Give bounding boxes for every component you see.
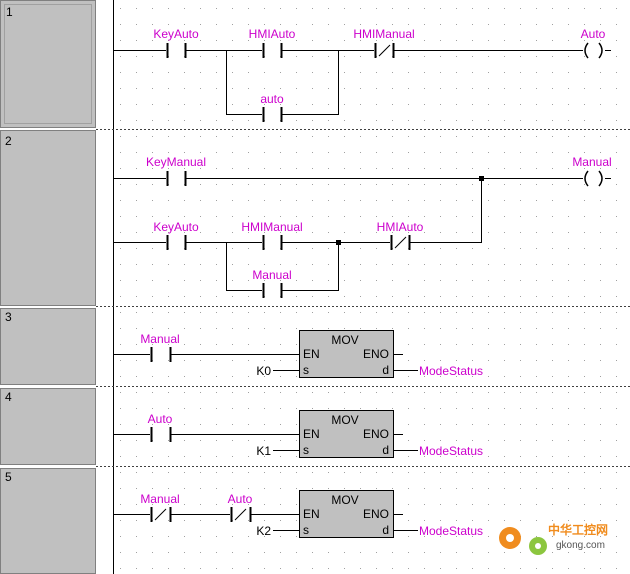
- contact-label: Auto: [228, 492, 253, 506]
- function-block-mov[interactable]: MOV EN ENO s d: [299, 490, 394, 538]
- coil[interactable]: [584, 42, 603, 59]
- contact-label: KeyAuto: [153, 220, 199, 234]
- block-pin-d: d: [382, 443, 389, 457]
- block-pin-d: d: [382, 363, 389, 377]
- watermark-url: gkong.com: [556, 540, 605, 551]
- block-pin-s: s: [303, 443, 309, 457]
- contact-no[interactable]: [262, 283, 283, 298]
- contact-no[interactable]: [262, 107, 283, 122]
- block-pin-en: EN: [303, 507, 320, 521]
- rung-3: Manual MOV EN ENO s d K0 ModeStatus: [113, 330, 483, 378]
- block-pin-eno: ENO: [363, 507, 389, 521]
- contact-label: Manual: [140, 492, 179, 506]
- rung-header-5[interactable]: 5: [0, 468, 96, 574]
- rung-header-3[interactable]: 3: [0, 308, 96, 385]
- contact-label: auto: [260, 92, 284, 106]
- block-input-operand: K0: [256, 364, 271, 378]
- rung-1: KeyAuto HMIAuto HMIManual Auto auto: [113, 27, 611, 122]
- contact-nc[interactable]: [150, 507, 172, 522]
- function-block-mov[interactable]: MOV EN ENO s d: [299, 410, 394, 458]
- block-input-operand: K1: [256, 444, 271, 458]
- block-name: MOV: [331, 413, 358, 427]
- block-input-operand: K2: [256, 524, 271, 538]
- contact-no[interactable]: [166, 43, 187, 58]
- contact-label: HMIAuto: [377, 220, 424, 234]
- block-pin-s: s: [303, 363, 309, 377]
- contact-label: HMIAuto: [249, 27, 296, 41]
- contact-nc[interactable]: [374, 43, 395, 58]
- contact-nc[interactable]: [230, 507, 252, 522]
- rung-number: 4: [5, 390, 12, 404]
- rung-header-4[interactable]: 4: [0, 388, 96, 465]
- block-pin-s: s: [303, 523, 309, 537]
- function-block-mov[interactable]: MOV EN ENO s d: [299, 330, 394, 378]
- block-output-operand: ModeStatus: [419, 444, 483, 458]
- rung-header-1[interactable]: 1: [0, 0, 96, 128]
- block-pin-en: EN: [303, 427, 320, 441]
- block-name: MOV: [331, 493, 358, 507]
- contact-no[interactable]: [262, 235, 283, 250]
- block-name: MOV: [331, 333, 358, 347]
- block-pin-en: EN: [303, 347, 320, 361]
- gutter: [96, 0, 112, 574]
- contact-label: HMIManual: [353, 27, 414, 41]
- rung-number: 3: [5, 310, 12, 324]
- contact-label: KeyManual: [146, 155, 206, 169]
- contact-no[interactable]: [150, 427, 172, 442]
- coil-label: Manual: [572, 155, 611, 169]
- coil-label: Auto: [581, 27, 606, 41]
- block-output-operand: ModeStatus: [419, 364, 483, 378]
- contact-label: Manual: [252, 268, 291, 282]
- contact-no[interactable]: [166, 235, 187, 250]
- gear-icon: [499, 527, 547, 555]
- contact-label: Auto: [148, 412, 173, 426]
- rung-2: KeyManual Manual KeyAuto HMIManual HMIAu…: [113, 155, 612, 298]
- editor-grid: [120, 8, 617, 569]
- rung-5: Manual Auto MOV EN ENO s d K2 ModeStatus: [113, 490, 483, 538]
- rung-number: 5: [5, 470, 12, 484]
- contact-label: Manual: [140, 332, 179, 346]
- rung-header-2[interactable]: 2: [0, 130, 96, 306]
- rung-number: 2: [5, 134, 12, 148]
- watermark-title: 中华工控网: [548, 522, 608, 537]
- contact-label: KeyAuto: [153, 27, 199, 41]
- rung-number: 1: [6, 5, 13, 19]
- block-pin-eno: ENO: [363, 347, 389, 361]
- block-output-operand: ModeStatus: [419, 524, 483, 538]
- rung-4: Auto MOV EN ENO s d K1 ModeStatus: [113, 410, 483, 458]
- coil[interactable]: [584, 170, 603, 187]
- block-pin-d: d: [382, 523, 389, 537]
- contact-label: HMIManual: [241, 220, 302, 234]
- contact-no[interactable]: [150, 347, 172, 362]
- contact-nc[interactable]: [390, 235, 411, 250]
- contact-no[interactable]: [166, 171, 187, 186]
- watermark: 中华工控网 gkong.com: [499, 522, 608, 555]
- block-pin-eno: ENO: [363, 427, 389, 441]
- contact-no[interactable]: [262, 43, 283, 58]
